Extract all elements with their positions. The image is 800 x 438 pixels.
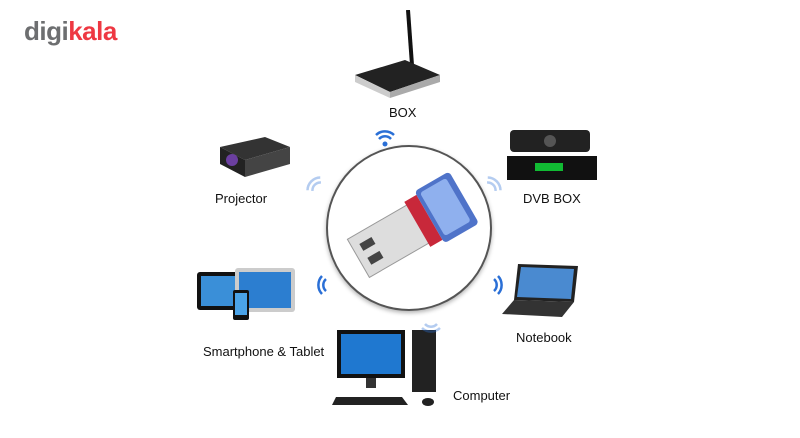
usb-adapter-circle — [326, 145, 492, 311]
label-notebook: Notebook — [516, 330, 572, 345]
digikala-logo: digikala — [24, 16, 117, 47]
smartphone-tablet-image — [197, 268, 295, 320]
label-dvb-box: DVB BOX — [523, 191, 581, 206]
wifi-icon — [375, 130, 395, 147]
label-projector: Projector — [215, 191, 268, 206]
notebook-image — [502, 264, 578, 317]
usb-wifi-adapter-icon — [346, 172, 478, 279]
label-smartphone-tablet: Smartphone & Tablet — [203, 344, 325, 359]
label-computer: Computer — [453, 388, 511, 403]
logo-kala: kala — [68, 16, 117, 46]
wifi-icon — [486, 176, 502, 192]
projector-image — [220, 137, 290, 177]
dvb-box-image — [507, 130, 597, 180]
label-box: BOX — [389, 105, 417, 120]
computer-image — [332, 330, 436, 406]
wifi-icon — [421, 323, 441, 333]
wifi-icon — [306, 176, 322, 192]
wifi-icon — [317, 275, 327, 295]
wifi-icon — [493, 275, 503, 295]
android-box-image — [355, 10, 440, 98]
logo-digi: digi — [24, 16, 69, 46]
